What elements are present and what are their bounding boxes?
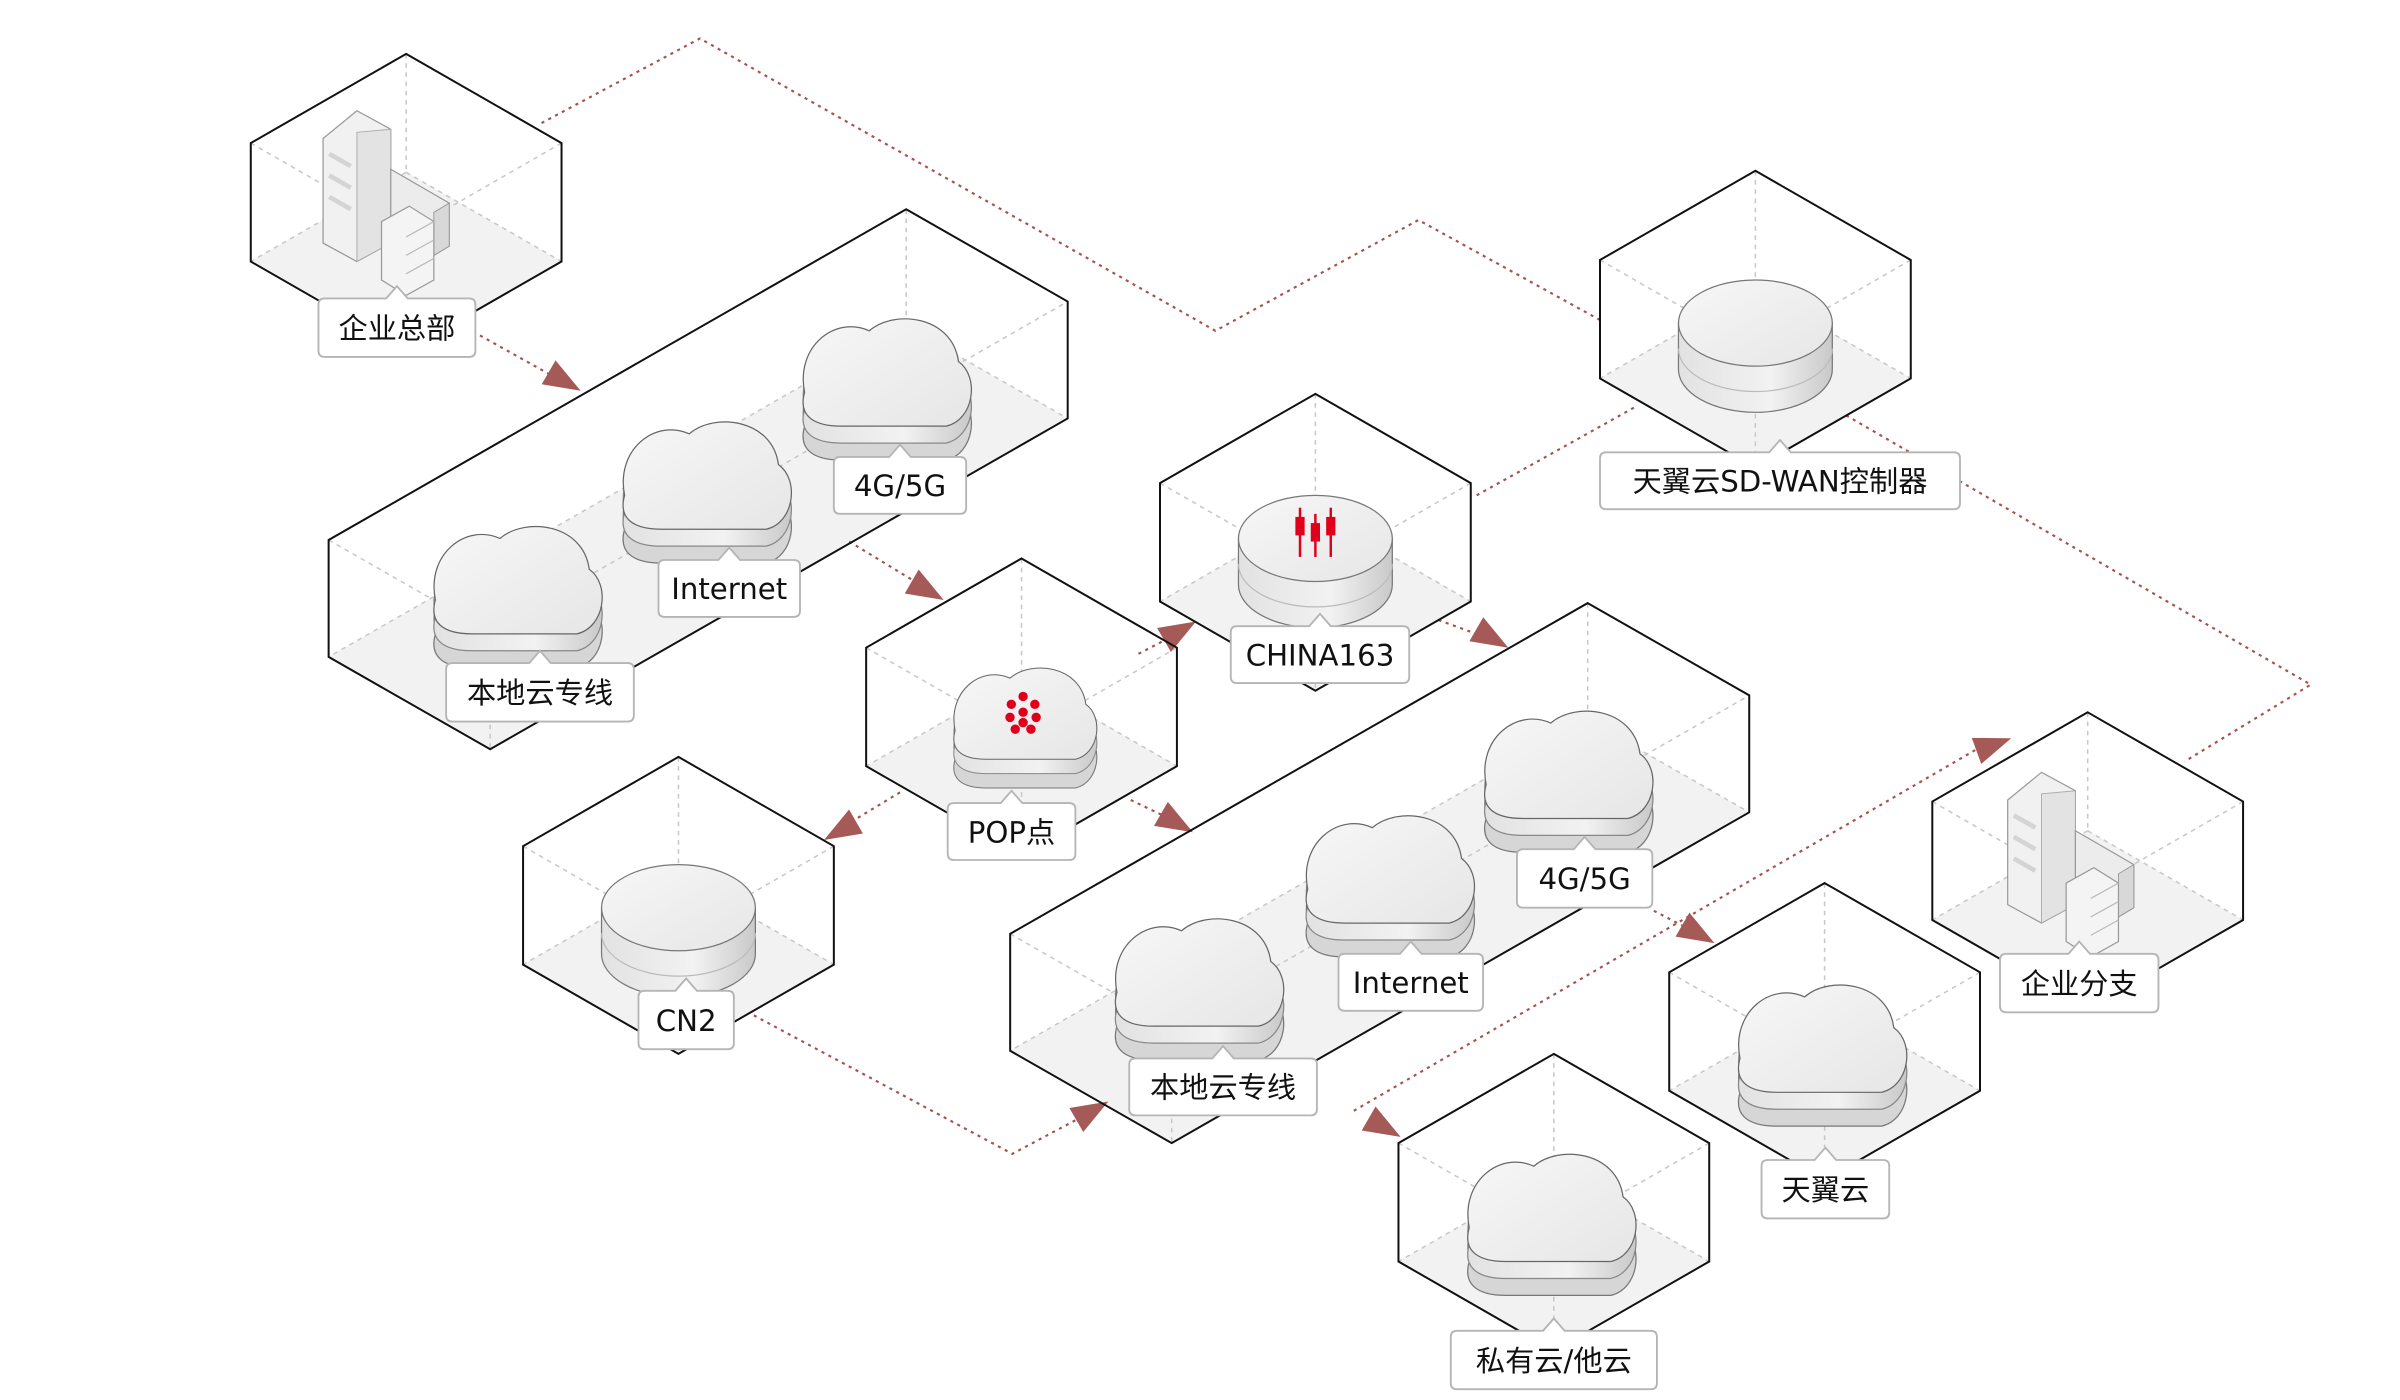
link-hq-sdwan xyxy=(541,37,1601,333)
label-text: 企业总部 xyxy=(338,311,455,345)
label-text: 4G/5G xyxy=(854,469,946,503)
china163-router-icon xyxy=(1237,494,1393,629)
tianyi-cloud-icon xyxy=(1738,984,1908,1127)
node-label-b-4g[interactable]: 4G/5G xyxy=(832,443,968,515)
label-layer: 企业总部 4G/5G Internet 本地云专线 天翼云SD-WAN控制器 CHINA1… xyxy=(317,284,2160,1391)
arrow-head-icon xyxy=(1154,801,1193,833)
connection-layer xyxy=(479,37,2313,1156)
label-text: 本地云专线 xyxy=(1150,1071,1296,1105)
link-hq-access xyxy=(479,334,558,380)
link-cn2-access2 xyxy=(753,1014,1086,1156)
node-label-c-local[interactable]: 本地云专线 xyxy=(1128,1044,1318,1117)
label-callout xyxy=(445,649,635,723)
node-label-private[interactable]: 私有云/他云 xyxy=(1449,1317,1658,1391)
label-callout xyxy=(637,977,735,1051)
4g5g-cloud-icon xyxy=(1484,710,1654,853)
node-label-hq[interactable]: 企业总部 xyxy=(317,284,477,358)
label-text: 本地云专线 xyxy=(467,676,613,710)
arrow-head-icon xyxy=(1361,1106,1401,1137)
label-callout xyxy=(1999,940,2160,1014)
node-label-pop[interactable]: POP点 xyxy=(946,789,1077,861)
label-callout xyxy=(1449,1317,1658,1391)
internet-cloud-icon xyxy=(1305,815,1476,958)
node-label-sdwan[interactable]: 天翼云SD-WAN控制器 xyxy=(1599,438,1961,511)
label-callout xyxy=(946,789,1077,861)
hq-building-icon xyxy=(322,110,450,297)
label-text: POP点 xyxy=(968,815,1055,849)
arrow-head-icon xyxy=(824,809,863,841)
sdwan-controller-icon xyxy=(1677,279,1833,413)
label-callout xyxy=(1760,1146,1891,1220)
internet-cloud-icon xyxy=(622,421,793,564)
label-text: Internet xyxy=(671,572,787,606)
4g5g-cloud-icon xyxy=(802,318,973,461)
label-callout xyxy=(1229,612,1411,685)
arrow-head-icon xyxy=(1675,912,1715,944)
arrow-head-icon xyxy=(1069,1101,1109,1132)
arrow-head-icon xyxy=(1971,737,2012,764)
label-callout xyxy=(1516,835,1654,909)
pop-logo-icon xyxy=(1005,691,1041,734)
label-text: 天翼云 xyxy=(1782,1173,1870,1207)
label-text: CN2 xyxy=(656,1004,717,1038)
node-label-tianyi[interactable]: 天翼云 xyxy=(1760,1146,1891,1220)
label-text: 天翼云SD-WAN控制器 xyxy=(1633,465,1928,499)
label-callout xyxy=(317,284,477,358)
floor-layer xyxy=(250,172,2244,1351)
node-label-china163[interactable]: CHINA163 xyxy=(1229,612,1411,685)
icon-layer xyxy=(322,110,2135,1296)
label-text: 4G/5G xyxy=(1538,862,1630,896)
link-private-branch xyxy=(1353,743,1986,1112)
node-label-b-local[interactable]: 本地云专线 xyxy=(445,649,635,723)
link-sdwan-branch xyxy=(1845,414,2313,763)
local-line-cloud-icon xyxy=(1114,918,1285,1061)
label-text: 私有云/他云 xyxy=(1476,1344,1632,1378)
label-callout xyxy=(832,443,968,515)
label-callout xyxy=(657,546,801,618)
pop-cloud-icon xyxy=(953,667,1098,789)
label-text: CHINA163 xyxy=(1246,638,1395,672)
arrow-head-icon xyxy=(1469,617,1509,648)
arrow-head-icon xyxy=(1157,621,1196,652)
node-label-branch[interactable]: 企业分支 xyxy=(1999,940,2160,1014)
private-cloud-icon xyxy=(1467,1153,1637,1296)
label-callout xyxy=(1599,438,1961,511)
local-line-cloud-icon xyxy=(433,525,603,669)
node-label-c-internet[interactable]: Internet xyxy=(1337,940,1485,1012)
node-label-cn2[interactable]: CN2 xyxy=(637,977,735,1051)
link-pop-cn2 xyxy=(848,791,901,824)
arrow-head-icon xyxy=(541,360,581,391)
node-label-c-4g[interactable]: 4G/5G xyxy=(1516,835,1654,909)
label-text: Internet xyxy=(1353,966,1469,1000)
node-label-b-internet[interactable]: Internet xyxy=(657,546,801,618)
label-callout xyxy=(1337,940,1485,1012)
arrow-head-icon xyxy=(904,569,944,601)
cn2-router-icon xyxy=(600,864,756,998)
label-callout xyxy=(1128,1044,1318,1117)
link-access-pop xyxy=(848,540,921,586)
label-text: 企业分支 xyxy=(2021,967,2138,1001)
china163-logo-icon xyxy=(1295,507,1336,557)
branch-building-icon xyxy=(2007,771,2135,958)
